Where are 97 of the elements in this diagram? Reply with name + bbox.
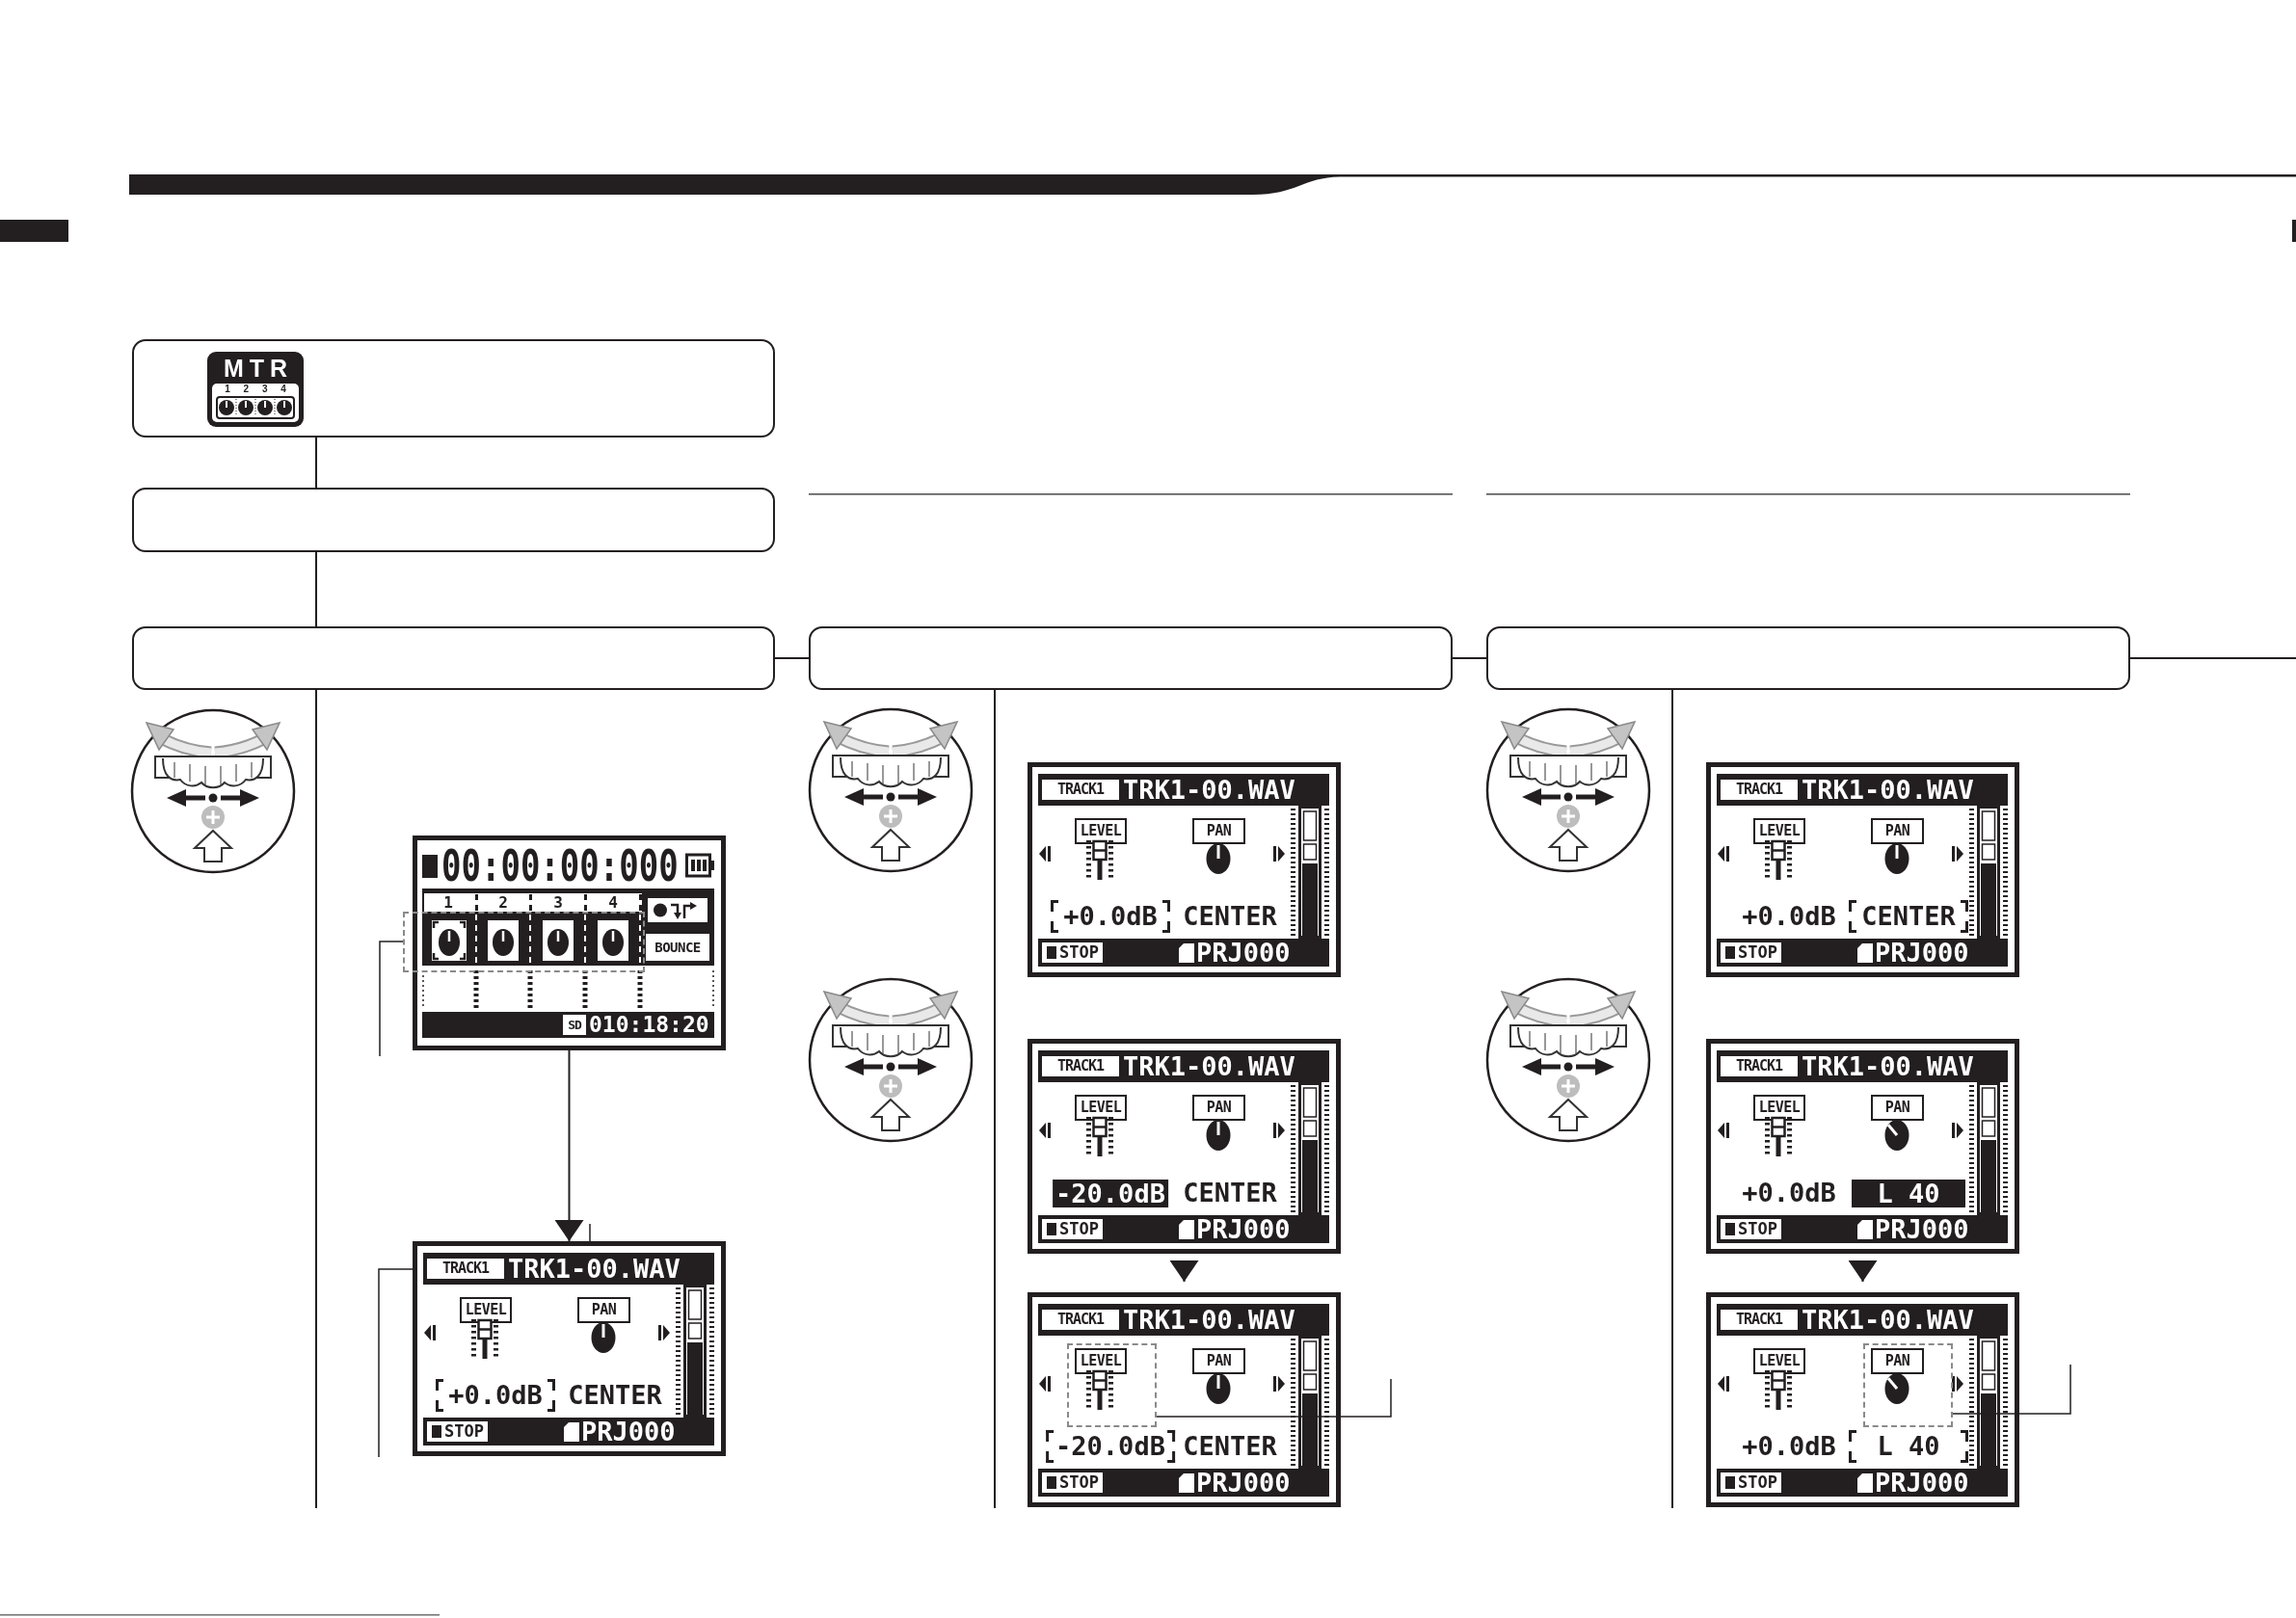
lcd-screen [1706,762,2019,977]
leader-line [379,941,404,1057]
status-text: STOP [1736,1472,1781,1493]
selection-frame [403,912,645,972]
status-text: STOP [1057,942,1103,963]
lcd-screen [1028,1039,1341,1254]
bounce-label: BOUNCE [646,934,709,961]
pan-label: PAN [1192,1095,1245,1121]
status-text: STOP [1057,1472,1103,1493]
level-value: -20.0dB [1046,1430,1175,1463]
arrow [1169,1260,1199,1283]
track-number: 3 [553,895,563,911]
connector-line [994,689,996,1509]
pan-value: CENTER [1849,900,1968,933]
pan-value: L 40 [1849,1430,1968,1463]
level-label: LEVEL [1753,1095,1805,1121]
pan-label: PAN [577,1297,630,1323]
track-label: TRACK1 [1042,1310,1119,1330]
arrow [1848,1260,1878,1283]
level-value: +0.0dB [1742,1433,1836,1459]
mode-label: MTR [222,357,294,381]
pan-value: L 40 [1852,1180,1965,1207]
leader-line [1156,1378,1392,1418]
step-box [132,488,775,552]
level-label: LEVEL [1075,1095,1127,1121]
connector-line [315,437,317,489]
level-label: LEVEL [1753,1348,1805,1374]
project-name: PRJ000 [581,1419,676,1445]
level-label: LEVEL [1075,818,1127,844]
step-box [809,626,1453,690]
track-numbers: 1 2 3 4 [225,385,286,394]
pan-value: CENTER [1183,903,1277,929]
file-name: TRK1-00.WAV [1123,1307,1295,1333]
pan-value: CENTER [1183,1433,1277,1459]
level-label: LEVEL [1075,1348,1127,1374]
file-name: TRK1-00.WAV [1802,777,1974,803]
file-name: TRK1-00.WAV [1802,1053,1974,1079]
pan-value: CENTER [1183,1180,1277,1206]
level-value: +0.0dB [1742,903,1836,929]
step-box [132,626,775,690]
connector-line [315,689,317,1509]
step-box [1486,626,2130,690]
project-name: PRJ000 [1196,940,1291,966]
selection-frame [1863,1343,1953,1427]
status-text: STOP [442,1421,488,1442]
project-name: PRJ000 [1875,940,1969,966]
pan-label: PAN [1192,1348,1245,1374]
connector-line [2129,657,2296,659]
track-number: 4 [608,895,618,911]
mode-box [132,339,775,438]
connector-line [1452,657,1487,659]
arrow [554,1049,584,1242]
status-text: STOP [1736,1219,1781,1239]
track-label: TRACK1 [1721,780,1798,800]
file-name: TRK1-00.WAV [1123,777,1295,803]
project-name: PRJ000 [1875,1216,1969,1242]
leader-line [589,1223,591,1242]
pan-label: PAN [1871,1095,1924,1121]
track-label: TRACK1 [427,1259,504,1279]
pan-label: PAN [1871,1348,1924,1374]
sd-label: SD [563,1015,586,1035]
track-label: TRACK1 [1042,780,1119,800]
track-label: TRACK1 [1721,1310,1798,1330]
track-label: TRACK1 [1042,1056,1119,1076]
leader-line [1952,1364,2071,1415]
lcd-screen [413,1241,726,1456]
level-value: +0.0dB [436,1379,555,1412]
project-name: PRJ000 [1196,1470,1291,1496]
track-label: TRACK1 [1721,1056,1798,1076]
connector-line [315,551,317,627]
lcd-screen [1706,1292,2019,1507]
time-counter: 00:00:00:000 [441,844,679,888]
track-number: 1 [443,895,453,911]
pan-value: CENTER [568,1382,662,1408]
connector-line [1671,689,1673,1509]
lcd-screen [1028,762,1341,977]
level-value: -20.0dB [1053,1180,1168,1207]
connector-line [774,657,810,659]
level-label: LEVEL [1753,818,1805,844]
selection-frame [1067,1343,1157,1427]
lcd-screen [1706,1039,2019,1254]
file-name: TRK1-00.WAV [1123,1053,1295,1079]
track-number: 2 [498,895,508,911]
pan-label: PAN [1192,818,1245,844]
status-text: STOP [1057,1219,1103,1239]
project-name: PRJ000 [1196,1216,1291,1242]
project-name: PRJ000 [1875,1470,1969,1496]
level-value: +0.0dB [1051,900,1170,933]
leader-line [378,1268,414,1458]
lcd-screen [1028,1292,1341,1507]
file-name: TRK1-00.WAV [1802,1307,1974,1333]
file-name: TRK1-00.WAV [508,1256,681,1282]
remaining-time: 010:18:20 [589,1014,709,1036]
level-label: LEVEL [460,1297,512,1323]
status-text: STOP [1736,942,1781,963]
pan-label: PAN [1871,818,1924,844]
level-value: +0.0dB [1742,1180,1836,1206]
